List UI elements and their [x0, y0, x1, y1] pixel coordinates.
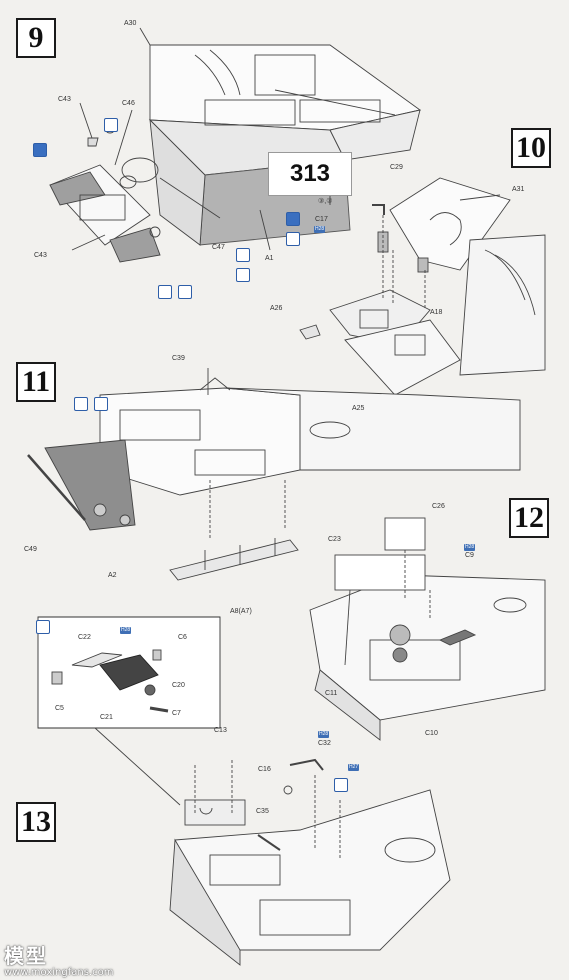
- part-label-c11: C11: [325, 690, 338, 697]
- part-label-a8-a7: A8(A7): [230, 608, 252, 615]
- drill-icon: [236, 268, 250, 282]
- part-label-a2: A2: [108, 572, 117, 579]
- part-label-c43-lower: C43: [34, 252, 47, 259]
- step-9-number: 9: [16, 18, 56, 58]
- part-label-c22: C22: [78, 634, 91, 641]
- decal-reference: ③,③: [318, 198, 333, 205]
- watermark-title: 模型: [4, 944, 48, 968]
- side-panel-drawing: [49, 122, 161, 263]
- part-label-a31: A31: [512, 186, 525, 193]
- step-10-number: 10: [511, 128, 551, 168]
- part-label-c49: C49: [24, 546, 37, 553]
- part-label-c13: C13: [214, 727, 227, 734]
- step-13-number: 13: [16, 802, 56, 842]
- paint-badge-detail: H28: [120, 627, 132, 634]
- site-watermark: 模型 www.moxingfans.com: [4, 945, 113, 978]
- paint-badge-c9: H28: [464, 544, 476, 551]
- part-label-c39: C39: [172, 355, 185, 362]
- part-label-c9: C9: [465, 552, 474, 559]
- part-label-c35: C35: [256, 808, 269, 815]
- part-label-c20: C20: [172, 682, 185, 689]
- part-label-c5: C5: [55, 705, 64, 712]
- drill-icon: [94, 397, 108, 411]
- star-decal-icon: [286, 212, 300, 226]
- cement-icon: [236, 248, 250, 262]
- cement-icon: [158, 285, 172, 299]
- part-label-c29: C29: [390, 164, 403, 171]
- part-label-c16: C16: [258, 766, 271, 773]
- hull-rear-drawing: [27, 377, 521, 581]
- step-11-number: 11: [16, 362, 56, 402]
- watermark-url: www.moxingfans.com: [4, 967, 114, 978]
- detail-inset-drawing: [37, 616, 221, 729]
- part-label-c32: C32: [318, 740, 331, 747]
- cement-icon: [74, 397, 88, 411]
- part-label-c21: C21: [100, 714, 113, 721]
- paint-badge-rod: H27: [348, 764, 360, 771]
- hull-step13-drawing: [169, 758, 451, 966]
- part-label-c10: C10: [425, 730, 438, 737]
- drill-icon: [178, 285, 192, 299]
- hull-number-decal: 313: [268, 152, 352, 196]
- part-label-a1: A1: [265, 255, 274, 262]
- part-label-c43-upper: C43: [58, 96, 71, 103]
- part-label-c46: C46: [122, 100, 135, 107]
- cement-icon: [104, 118, 118, 132]
- part-label-c23: C23: [328, 536, 341, 543]
- part-label-c26: C26: [432, 503, 445, 510]
- part-label-c6: C6: [178, 634, 187, 641]
- glue-icon: [334, 778, 348, 792]
- part-label-c7: C7: [172, 710, 181, 717]
- part-label-c47: C47: [212, 244, 225, 251]
- superstructure-drawing: [119, 44, 422, 246]
- brush-icon: [36, 620, 50, 634]
- step-12-number: 12: [509, 498, 549, 538]
- part-label-a26: A26: [270, 305, 283, 312]
- part-label-a30: A30: [124, 20, 137, 27]
- part-label-a25: A25: [352, 405, 365, 412]
- paint-badge-c32: H28: [318, 731, 330, 738]
- hull-step12-drawing: [309, 517, 546, 741]
- part-label-a18: A18: [430, 309, 443, 316]
- glue-icon: [33, 143, 47, 157]
- part-label-c17: C17: [315, 216, 328, 223]
- drill-icon: [286, 232, 300, 246]
- paint-badge-c17: H28: [314, 226, 326, 233]
